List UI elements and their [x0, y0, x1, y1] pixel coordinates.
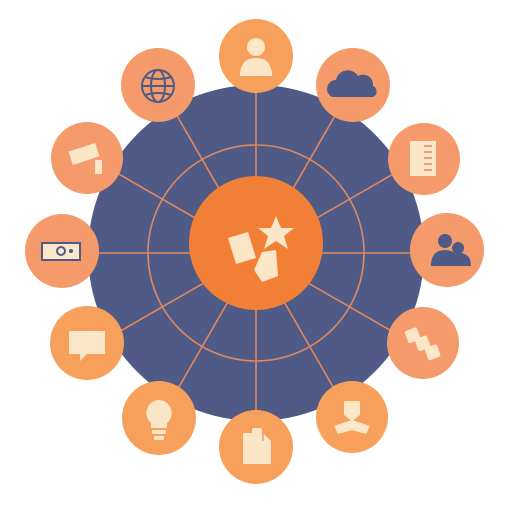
node-lightbulb — [122, 381, 196, 455]
node-document — [388, 123, 460, 195]
clipboard-file-icon — [243, 428, 271, 464]
user-icon — [240, 38, 272, 76]
node-users — [410, 213, 484, 287]
tags-star-icon — [228, 216, 294, 282]
center-node — [189, 176, 323, 310]
node-cloud — [316, 48, 390, 122]
cloud-icon — [327, 70, 377, 97]
node-puzzle — [387, 307, 459, 379]
node-award — [316, 381, 388, 453]
node-clipboard — [219, 410, 293, 484]
node-chat — [50, 306, 124, 380]
puzzle-chain-icon — [404, 327, 441, 361]
node-user — [219, 19, 293, 93]
security-camera-icon — [68, 143, 102, 174]
node-camera — [25, 214, 99, 288]
document-icon — [410, 141, 436, 176]
camera-device-icon — [41, 242, 81, 261]
node-security-camera — [51, 122, 123, 194]
chat-bubble-icon — [69, 331, 105, 361]
users-group-icon — [431, 234, 471, 266]
node-globe — [121, 48, 195, 122]
lightbulb-icon — [146, 400, 172, 440]
globe-icon — [141, 69, 175, 103]
ribbon-award-icon — [334, 401, 370, 434]
